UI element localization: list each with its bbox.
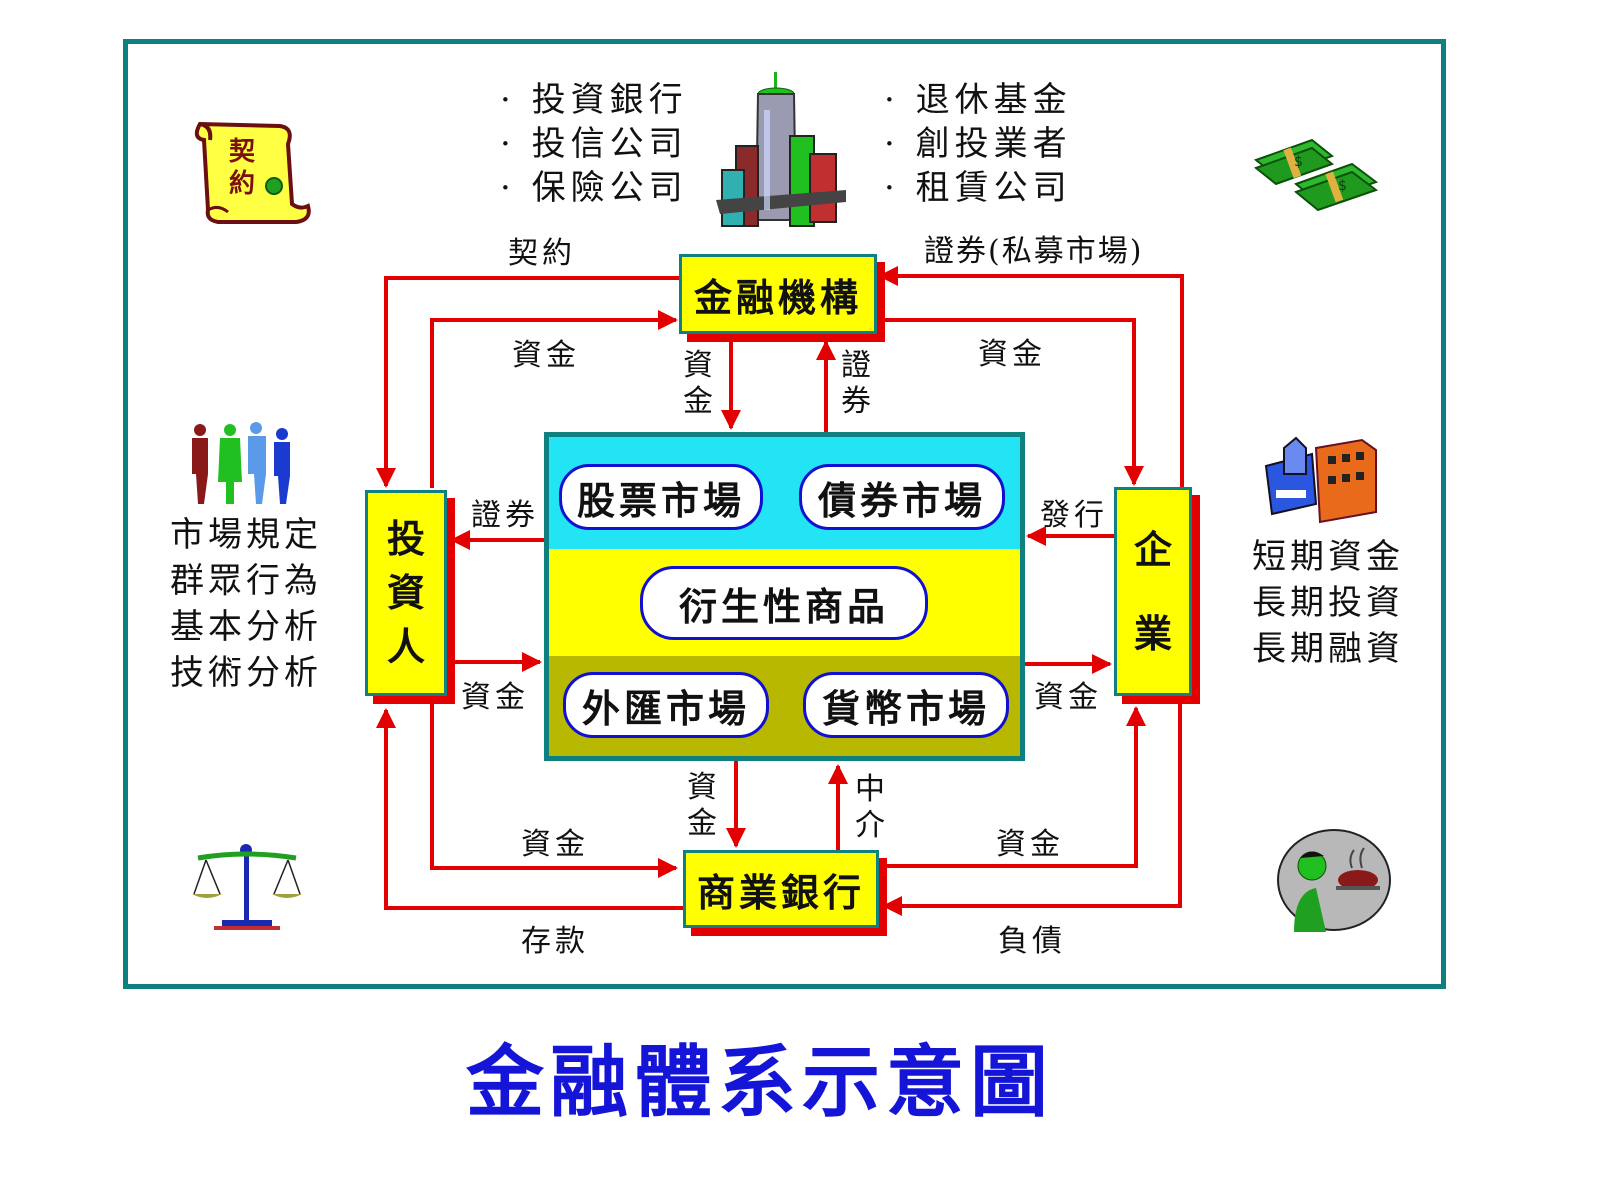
label-funds-market-down: 資金 (687, 770, 717, 841)
label-funds-fi-left: 資金 (512, 338, 580, 373)
scroll-icon: 契 約 (194, 121, 311, 224)
diagram-frame (123, 39, 1446, 989)
scroll-text-2: 約 (229, 168, 255, 199)
arrow-investor-to-fi (430, 310, 678, 488)
list-item: 技術分析 (170, 653, 322, 693)
label-intermediary: 中介 (855, 772, 885, 843)
arrow-bank-to-investor (376, 708, 684, 910)
people-icon (192, 422, 290, 504)
label-funds-fi-down: 資金 (683, 348, 713, 419)
enterprise-needs-list: 短期資金 長期投資 長期融資 (1252, 534, 1404, 672)
list-item: 短期資金 (1252, 537, 1404, 577)
list-item: · 創投業者 (884, 124, 1072, 164)
list-item: · 退休基金 (884, 80, 1072, 120)
bond-market-pill: 債券市場 (799, 464, 1005, 530)
financial-market-box: 股票市場 債券市場 衍生性商品 外匯市場 貨幣市場 (544, 432, 1025, 761)
label-funds-fi-right: 資金 (978, 337, 1046, 372)
label-funds-bank-left: 資金 (521, 827, 589, 862)
institutions-left-list: · 投資銀行 · 投信公司 · 保險公司 (500, 78, 688, 210)
list-item: · 投信公司 (500, 124, 688, 164)
arrow-enterprise-to-fi (878, 266, 1184, 488)
dollar-sign: $ (1338, 178, 1347, 194)
list-item: 市場規定 (170, 515, 322, 555)
list-item: 長期融資 (1252, 629, 1404, 669)
waiter-icon (1277, 829, 1391, 932)
stock-market-pill: 股票市場 (559, 464, 763, 530)
arrow-enterprise-to-bank (882, 700, 1182, 916)
factory-icon (1264, 436, 1377, 524)
investor-factors-list: 市場規定 群眾行為 基本分析 技術分析 (170, 512, 322, 696)
arrow-fi-to-investor (376, 276, 680, 488)
skyscraper-icon (716, 72, 846, 227)
label-funds-bank-right: 資金 (996, 827, 1064, 862)
scroll-text-1: 契 (228, 137, 256, 167)
list-item: 基本分析 (170, 607, 322, 647)
financial-institution-box: 金融機構 (679, 254, 877, 334)
label-funds-market-enterprise: 資金 (1034, 680, 1102, 715)
money-market-pill: 貨幣市場 (803, 672, 1009, 738)
investor-box: 投資人 (365, 490, 447, 696)
forex-market-pill: 外匯市場 (563, 672, 769, 738)
label-contract: 契約 (508, 236, 576, 271)
arrow-investor-to-bank (430, 702, 678, 878)
label-issue: 發行 (1040, 498, 1108, 533)
arrow-fi-to-enterprise (876, 318, 1144, 486)
label-funds-investor-market: 資金 (461, 680, 529, 715)
institutions-right-list: · 退休基金 · 創投業者 · 租賃公司 (884, 78, 1072, 210)
label-securities-private: 證券(私募市場) (924, 234, 1144, 269)
list-item: · 保險公司 (500, 168, 688, 208)
diagram-caption: 金融體系示意圖 (465, 1038, 1054, 1128)
list-item: 長期投資 (1252, 583, 1404, 623)
label-liability: 負債 (998, 924, 1066, 959)
dollar-sign: $ (1294, 154, 1303, 170)
scale-icon (192, 844, 302, 930)
list-item: · 租賃公司 (884, 168, 1072, 208)
label-deposit: 存款 (521, 924, 589, 959)
commercial-bank-box: 商業銀行 (683, 850, 879, 928)
enterprise-box: 企業 (1114, 487, 1192, 696)
money-icon: $ $ (1253, 138, 1379, 212)
label-securities-to-investor: 證券 (471, 498, 539, 533)
list-item: 群眾行為 (170, 561, 322, 601)
label-securities-up: 證券 (841, 348, 871, 419)
list-item: · 投資銀行 (500, 80, 688, 120)
derivatives-pill: 衍生性商品 (640, 566, 928, 640)
arrow-bank-to-enterprise (880, 706, 1146, 868)
